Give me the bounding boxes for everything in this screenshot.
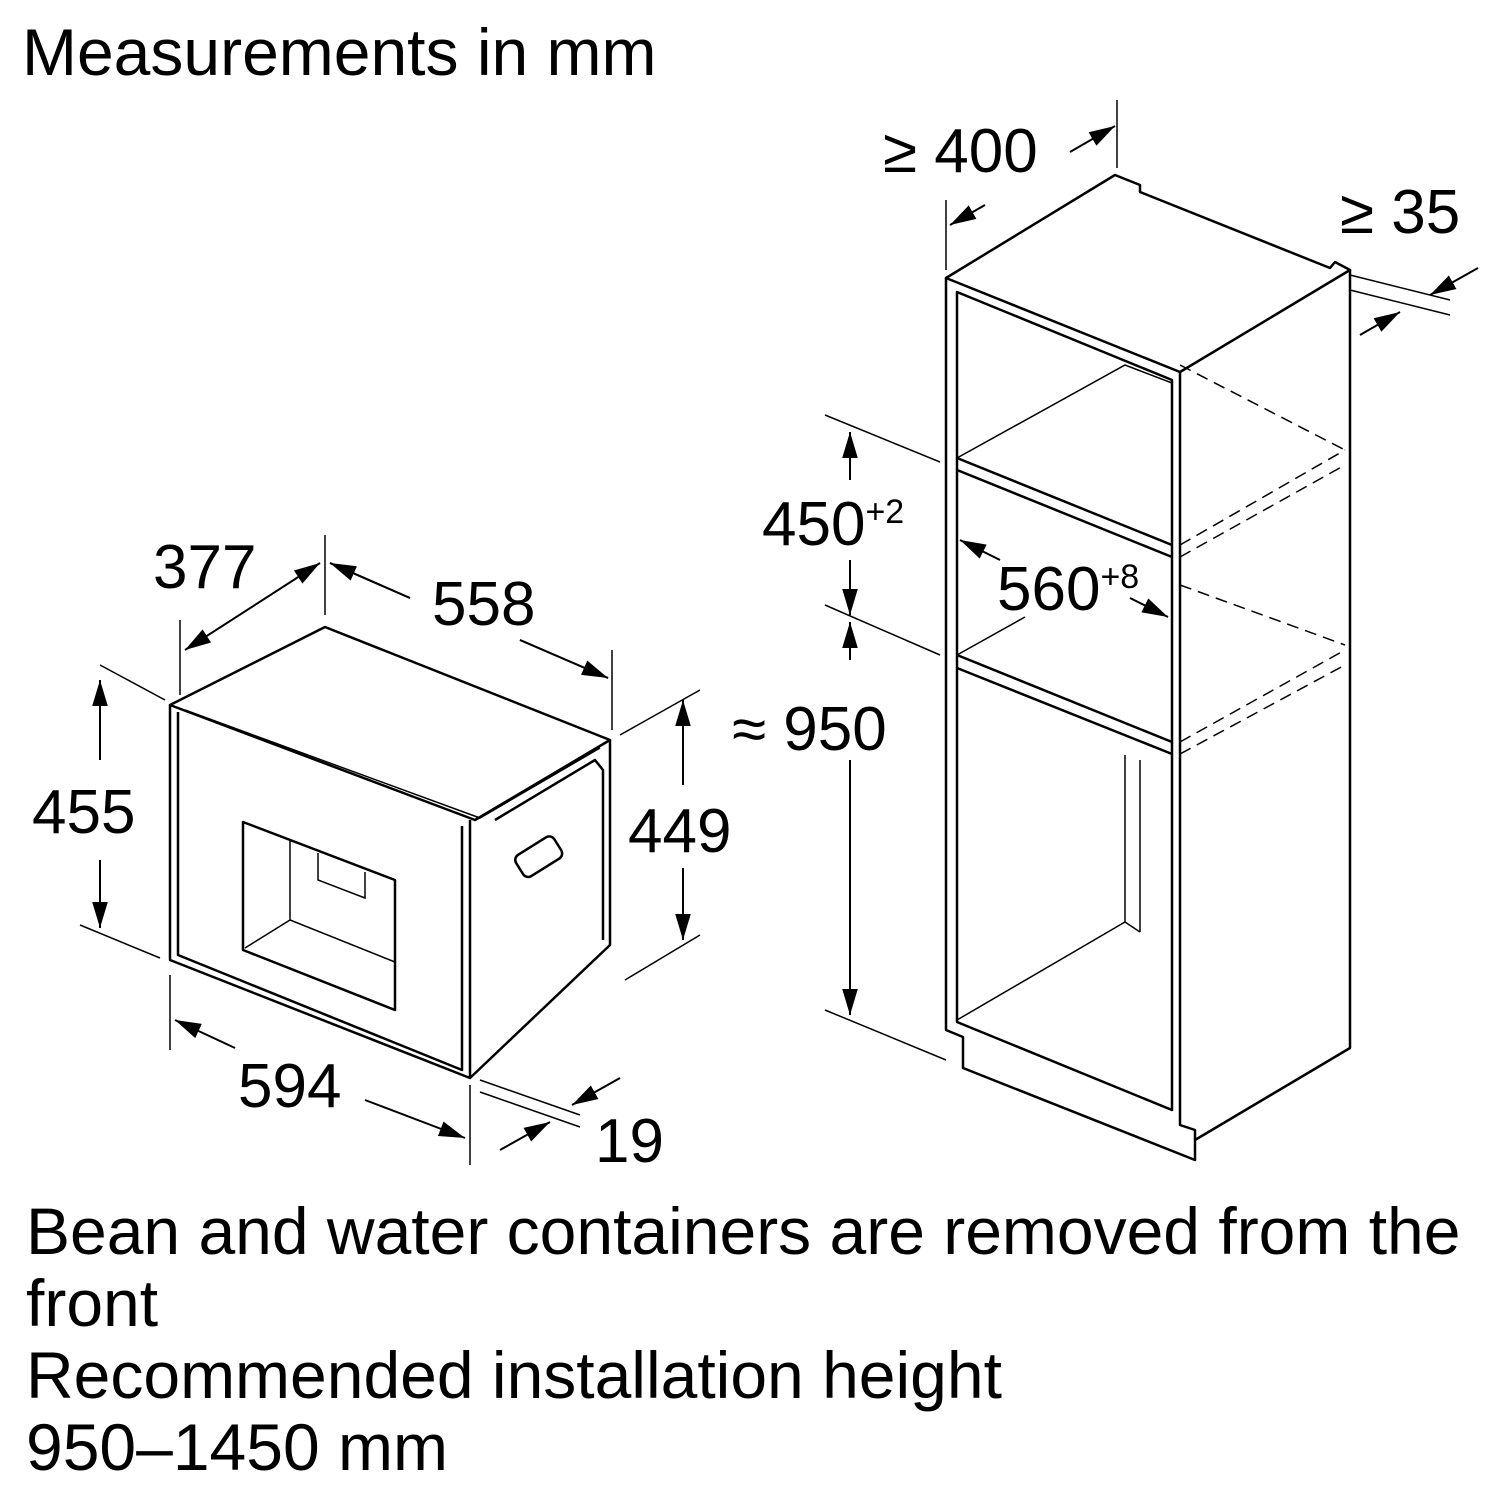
page-title: Measurements in mm: [22, 15, 657, 89]
appliance-dimensions: 377 558 455 449 594 19: [32, 533, 731, 1176]
dim-449: 449: [628, 797, 731, 866]
dim-950: ≈ 950: [732, 695, 887, 764]
dim-min-35: ≥ 35: [1340, 178, 1460, 247]
side-handle: [514, 835, 564, 879]
note-installation-height: Recommended installation height 950–1450…: [26, 1338, 1002, 1484]
dim-594: 594: [238, 1052, 341, 1121]
dim-min-400: ≥ 400: [883, 117, 1038, 186]
cabinet-drawing: [944, 173, 1352, 1162]
cabinet-dimensions: ≥ 400 ≥ 35 450+2 560+8 ≈ 950: [732, 100, 1479, 1061]
dim-19: 19: [595, 1107, 664, 1176]
dim-558: 558: [432, 570, 535, 639]
dim-560: 560+8: [997, 555, 1139, 624]
dim-377: 377: [153, 533, 256, 602]
dim-455: 455: [32, 778, 135, 847]
dim-450: 450+2: [762, 490, 904, 559]
coffee-machine-drawing: [168, 625, 612, 1080]
note-containers: Bean and water containers are removed fr…: [26, 1194, 1461, 1340]
